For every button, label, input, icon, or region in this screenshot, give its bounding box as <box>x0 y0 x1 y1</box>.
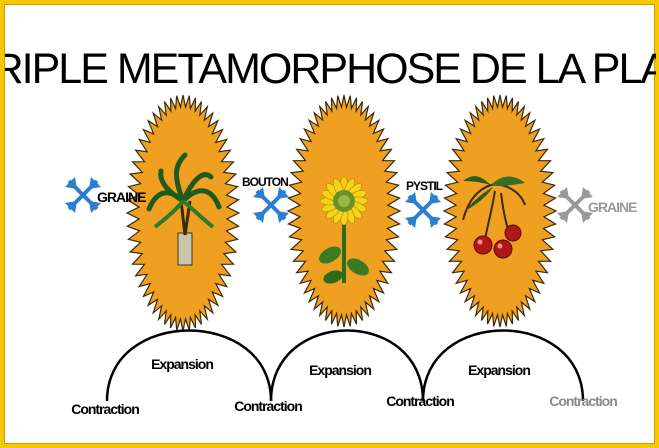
cross-arrows-icon <box>253 187 289 223</box>
stage-marker-3: PYSTIL <box>405 179 443 228</box>
contraction-label-3: Contraction <box>386 393 454 409</box>
cross-arrows-icon <box>65 177 101 213</box>
sun-badge-2 <box>288 95 400 327</box>
stage-marker-2: BOUTON <box>242 175 289 223</box>
page-title: LA TRIPLE METAMORPHOSE DE LA PLANTE <box>5 45 656 93</box>
stage-label-pystil: PYSTIL <box>406 179 443 193</box>
stage-label-bouton: BOUTON <box>242 175 288 189</box>
cross-arrows-icon <box>405 192 441 228</box>
stage-marker-4: GRAINE <box>557 187 637 223</box>
stage-label-graine: GRAINE <box>97 189 146 205</box>
diagram-frame: LA TRIPLE METAMORPHOSE DE LA PLANTE <box>4 4 655 444</box>
sun-badge-3 <box>444 95 556 327</box>
contraction-label-2: Contraction <box>234 398 302 414</box>
metamorphosis-diagram: LA TRIPLE METAMORPHOSE DE LA PLANTE <box>5 5 656 445</box>
expansion-label-2: Expansion <box>309 362 371 378</box>
contraction-label-1: Contraction <box>71 401 139 417</box>
contraction-label-4: Contraction <box>549 393 617 409</box>
sun-shape <box>444 95 556 327</box>
stage-label-graine-final: GRAINE <box>588 199 637 215</box>
stage-marker-1: GRAINE <box>65 177 146 213</box>
sun-badge-1 <box>127 95 239 331</box>
expansion-label-3: Expansion <box>468 362 530 378</box>
expansion-label-1: Expansion <box>151 356 213 372</box>
